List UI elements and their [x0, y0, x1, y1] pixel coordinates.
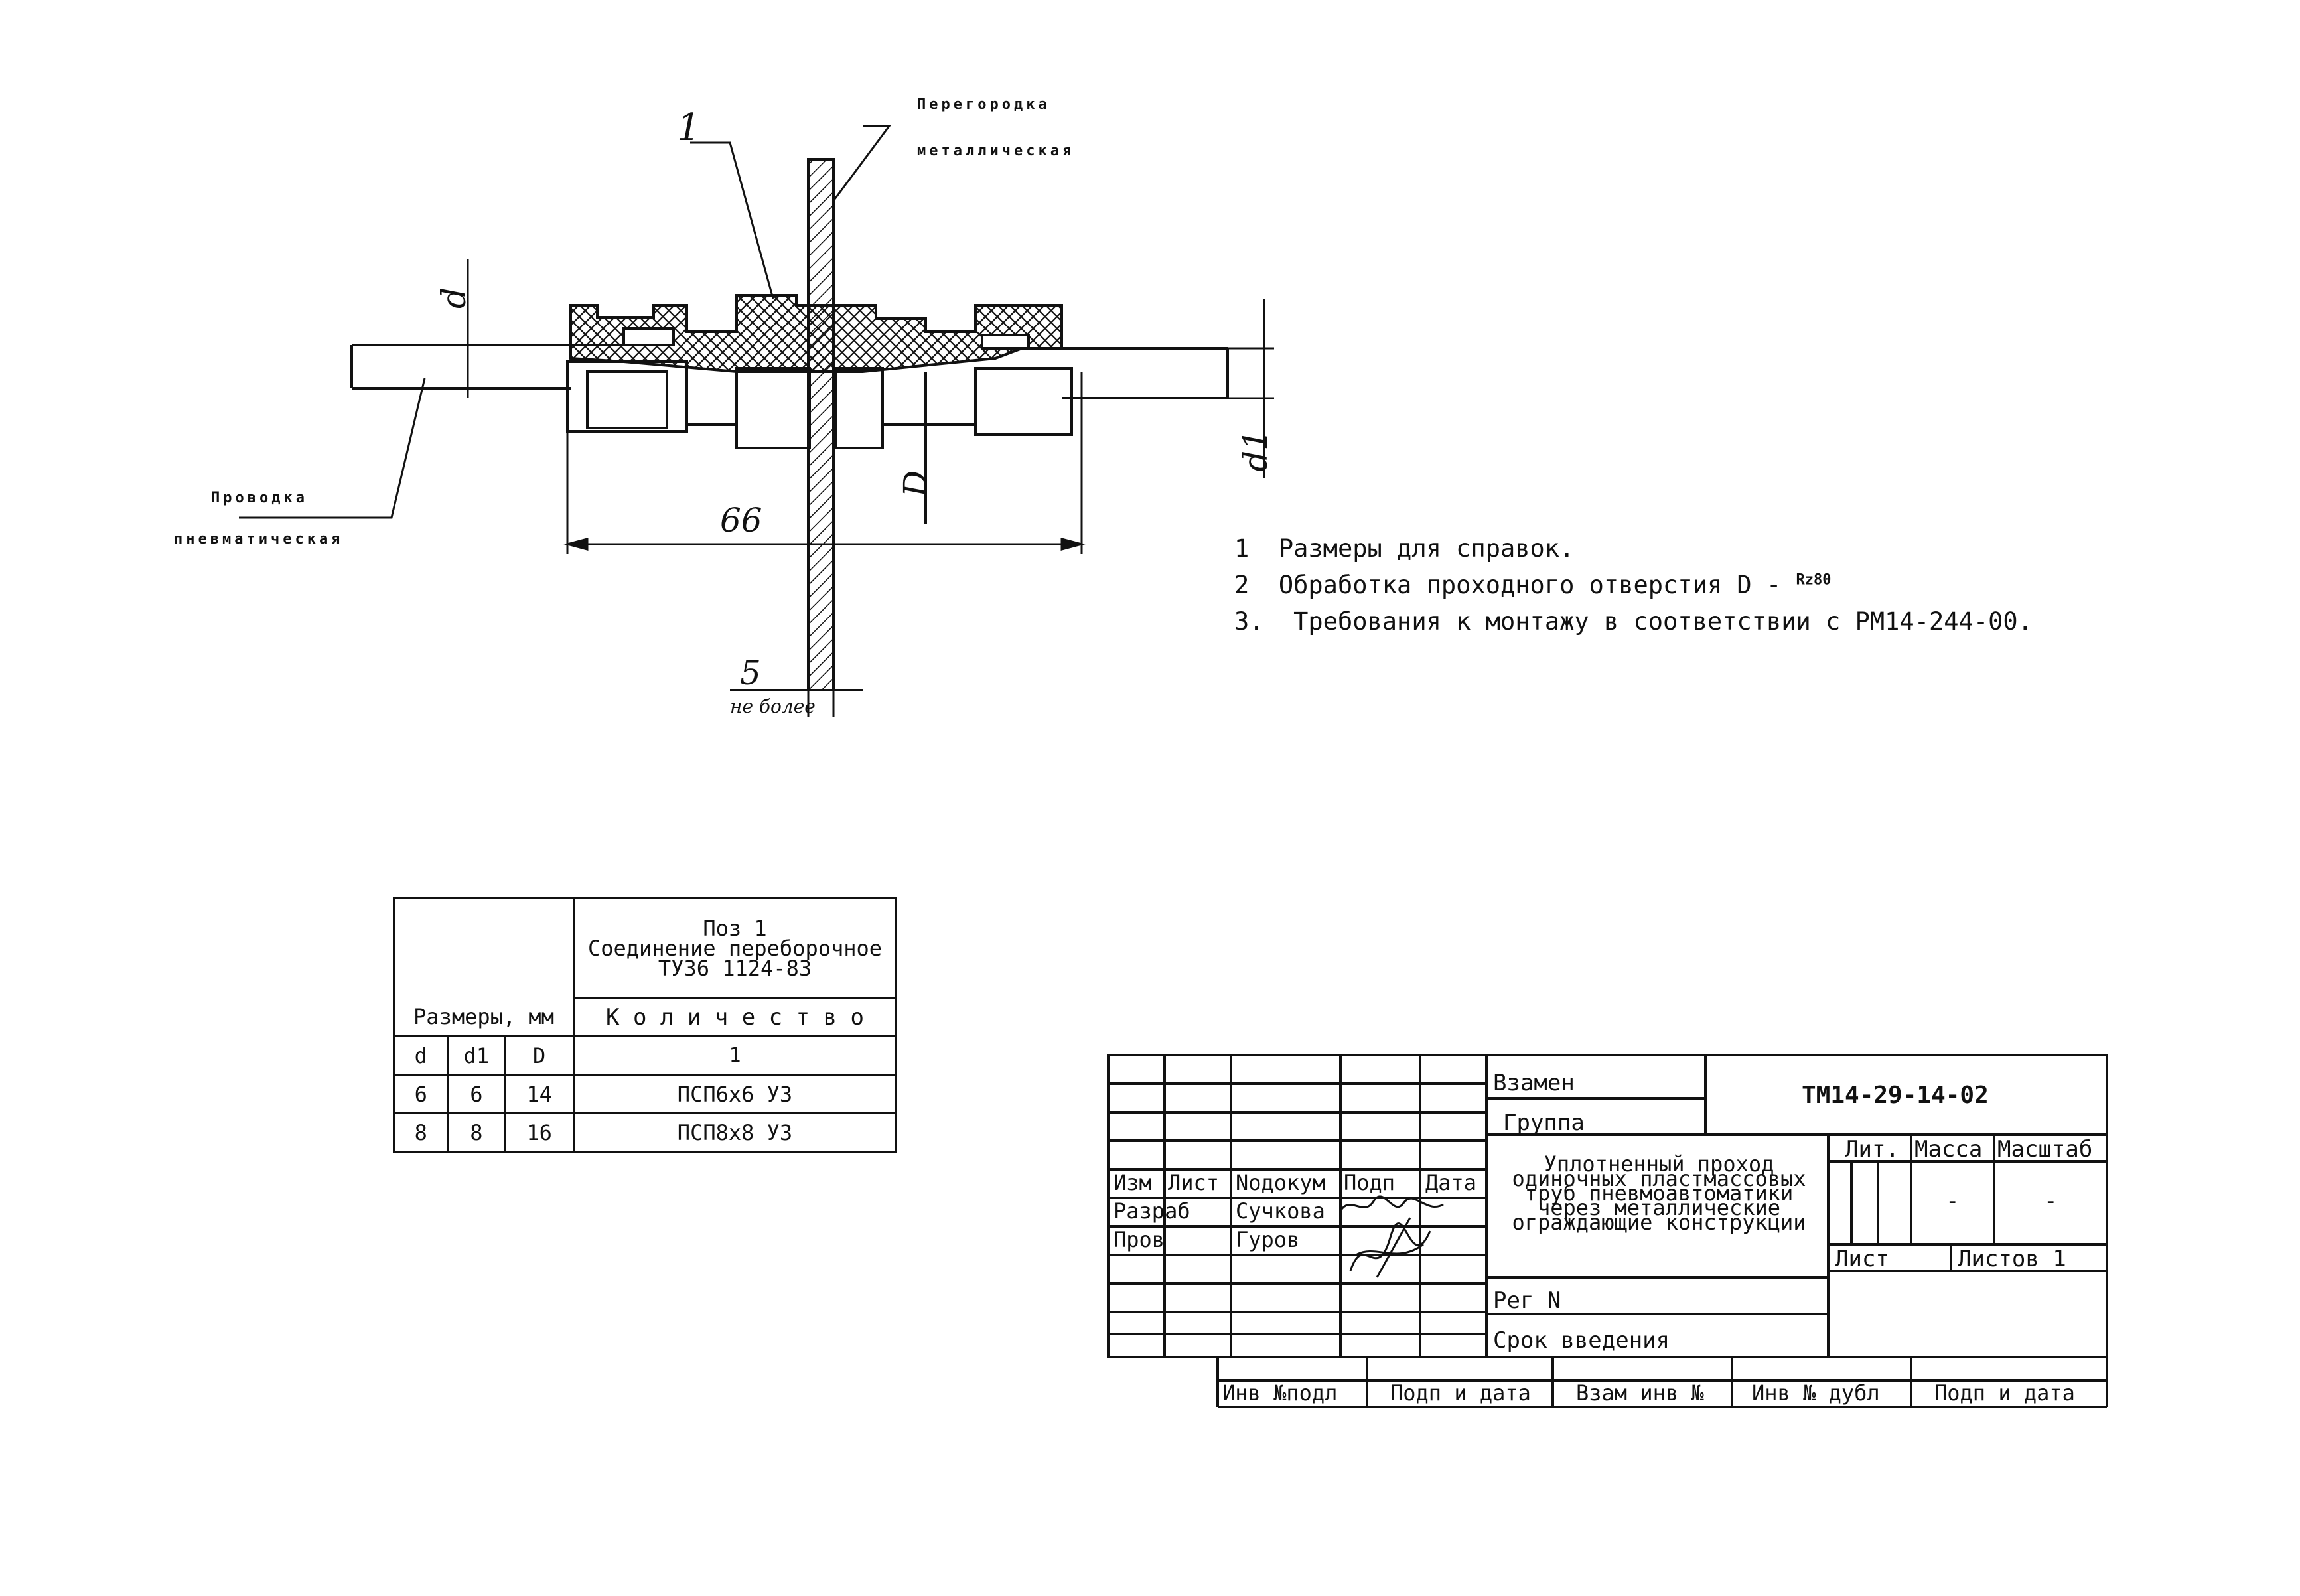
- prov-name: Гуров: [1236, 1227, 1300, 1252]
- cell-item: ПСП6х6 УЗ: [573, 1074, 897, 1114]
- signature-image: [1339, 1195, 1444, 1278]
- tubing-label: Проводка: [211, 490, 308, 506]
- dim-wall-note: не более: [730, 695, 816, 717]
- note-2: 2 Обработка проходного отверстия D - Rz8…: [1234, 571, 1831, 599]
- pos-header: Поз 1 Соединение переборочное ТУ36 1124-…: [573, 897, 897, 999]
- bottom-inv-podl: Инв №подл: [1222, 1380, 1338, 1406]
- partition-label: Перегородка: [917, 96, 1050, 113]
- cell-d: 8: [393, 1112, 449, 1153]
- col-data: Дата: [1425, 1170, 1477, 1195]
- title-line: ограждающие конструкции: [1512, 1210, 1806, 1235]
- col-qty: 1: [573, 1035, 897, 1076]
- srok-label: Срок введения: [1493, 1327, 1670, 1354]
- position-callout: 1: [677, 106, 701, 149]
- col-podp: Подп: [1344, 1170, 1396, 1195]
- cell-D: 14: [504, 1074, 575, 1114]
- bottom-inv-dubl: Инв № дубл: [1752, 1380, 1880, 1406]
- list-label: Лист: [1835, 1246, 1889, 1272]
- col-D: D: [504, 1035, 575, 1076]
- note-text: Обработка проходного отверстия D -: [1278, 571, 1796, 599]
- title-line: через металлические: [1537, 1195, 1781, 1220]
- document-number: ТМ14-29-14-02: [1802, 1082, 1989, 1109]
- masshtab-label: Масштаб: [1997, 1136, 2093, 1163]
- masshtab-value: -: [2044, 1188, 2058, 1214]
- quantity-label: К о л и ч е с т в о: [573, 997, 897, 1037]
- massa-label: Масса: [1914, 1136, 1983, 1163]
- table-row: 6 6 14 ПСП6х6 УЗ: [393, 1074, 897, 1114]
- document-title: Уплотненный проход одиночных пластмассов…: [1493, 1151, 1825, 1235]
- note-text: Требования к монтажу в соответствии с РМ…: [1293, 607, 2033, 636]
- note-text: Размеры для справок.: [1278, 534, 1575, 563]
- col-d: d: [393, 1035, 449, 1076]
- pos-header-line: Соединение переборочное: [587, 935, 883, 961]
- bottom-podp-data: Подп и дата: [1390, 1380, 1531, 1406]
- dim-wall-label: 5: [740, 654, 761, 692]
- fitting-body: [569, 294, 1063, 373]
- cell-d1: 8: [447, 1112, 506, 1153]
- tubing-label-2: пневматическая: [174, 531, 344, 547]
- bottom-podp-data-2: Подп и дата: [1934, 1380, 2075, 1406]
- cell-D: 16: [504, 1112, 575, 1153]
- listov-label: Листов 1: [1958, 1246, 2066, 1272]
- sizes-label: Размеры, мм: [393, 997, 575, 1037]
- cell-d1: 6: [447, 1074, 506, 1114]
- col-nodokum: Nодокум: [1236, 1170, 1325, 1195]
- dimension-lines: [239, 125, 1274, 717]
- note-1: 1 Размеры для справок.: [1234, 534, 1574, 563]
- assembly-drawing: [239, 125, 1274, 717]
- note-number: 2: [1234, 571, 1250, 599]
- title-line: труб пневмоавтоматики: [1524, 1181, 1794, 1206]
- pos-header-line: Поз 1: [703, 915, 767, 941]
- bottom-vzam-inv: Взам инв №: [1576, 1380, 1704, 1406]
- vzamen-label: Взамен: [1493, 1070, 1575, 1096]
- table-row: 8 8 16 ПСП8х8 УЗ: [393, 1112, 897, 1153]
- col-list: Лист: [1168, 1170, 1220, 1195]
- pos-header-line: ТУ36 1124-83: [658, 955, 812, 981]
- lit-label: Лит.: [1845, 1136, 1899, 1163]
- note-superscript: Rz80: [1796, 571, 1832, 589]
- gruppa-label: Группа: [1503, 1110, 1585, 1136]
- prov-label: Пров: [1114, 1227, 1165, 1252]
- note-3: 3. Требования к монтажу в соответствии с…: [1234, 607, 2033, 636]
- partition-label-2: металлическая: [917, 143, 1075, 159]
- sizes-empty-cell: [393, 897, 575, 998]
- reg-label: Рег N: [1493, 1287, 1561, 1314]
- col-d1: d1: [447, 1035, 506, 1076]
- note-number: 1: [1234, 534, 1250, 563]
- dim-length-label: 66: [720, 501, 762, 540]
- razrab-name: Сучкова: [1236, 1198, 1325, 1224]
- title-line: одиночных пластмассовых: [1512, 1166, 1806, 1191]
- col-izm: Изм: [1114, 1170, 1152, 1195]
- cell-item: ПСП8х8 УЗ: [573, 1112, 897, 1153]
- title-line: Уплотненный проход: [1544, 1151, 1774, 1177]
- spec-table: Поз 1 Соединение переборочное ТУ36 1124-…: [393, 897, 897, 1153]
- cell-d: 6: [393, 1074, 449, 1114]
- massa-value: -: [1946, 1188, 1960, 1214]
- razrab-label: Разраб: [1114, 1198, 1190, 1224]
- fitting-nuts: [566, 360, 1073, 524]
- note-number: 3.: [1234, 607, 1264, 636]
